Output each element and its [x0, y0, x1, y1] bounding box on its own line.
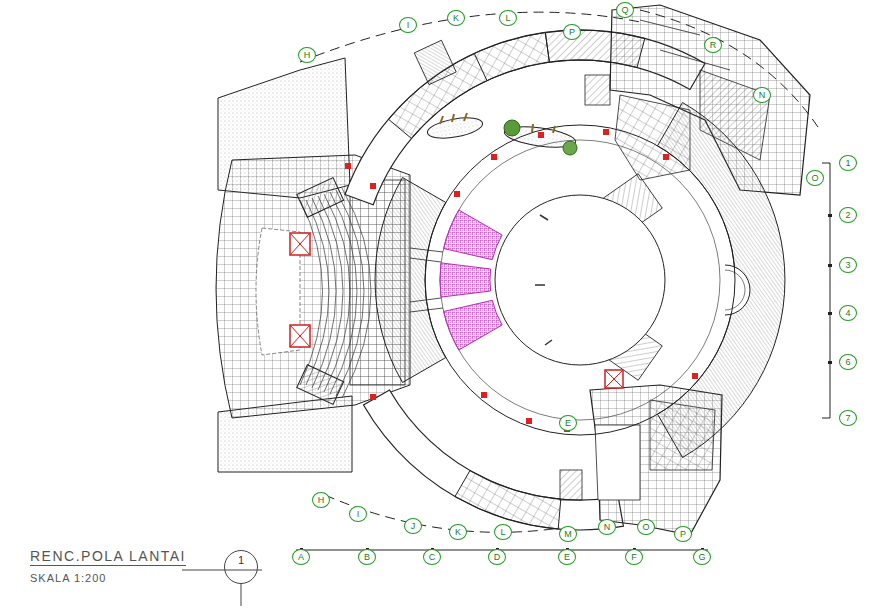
grid-bubble: L — [499, 10, 517, 26]
grid-bubble: E — [558, 549, 576, 565]
grid-bubble: R — [704, 37, 722, 53]
grid-bubble: 3 — [839, 257, 857, 273]
section-number: 1 — [225, 551, 257, 566]
grid-bubble: I — [399, 17, 417, 33]
grid-bubble: A — [292, 549, 310, 565]
grid-bubble: B — [358, 549, 376, 565]
grid-bubble: 1 — [839, 155, 857, 171]
grid-bubble: O — [806, 170, 824, 186]
grid-bubble: N — [753, 87, 771, 103]
grid-bubble: K — [449, 524, 467, 540]
grid-bubble: H — [298, 47, 316, 63]
grid-bubble: C — [423, 549, 441, 565]
grid-bubble: P — [674, 526, 692, 542]
grid-bubble: K — [447, 10, 465, 26]
section-symbol: 1 — [224, 550, 258, 584]
drawing-title: RENC.POLA LANTAI — [30, 548, 186, 566]
grid-bubble: F — [625, 549, 643, 565]
grid-bubble: 6 — [839, 354, 857, 370]
grid-bubble: 4 — [839, 305, 857, 321]
grid-bubble: G — [693, 549, 711, 565]
grid-bubble: P — [563, 24, 581, 40]
grid-bubble: N — [598, 519, 616, 535]
grid-bubble: L — [494, 524, 512, 540]
grid-bubble: E — [559, 415, 577, 431]
grid-bubble: H — [312, 492, 330, 508]
grid-bubble: Q — [616, 2, 634, 18]
grid-bubble: M — [559, 526, 577, 542]
grid-bubble: D — [488, 549, 506, 565]
grid-bubble: I — [349, 506, 367, 522]
scale-note: SKALA 1:200 — [30, 572, 106, 584]
grid-bubble: 2 — [839, 207, 857, 223]
grid-bubble: J — [404, 518, 422, 534]
grid-bubble: 7 — [839, 410, 857, 426]
grid-bubble: O — [637, 519, 655, 535]
